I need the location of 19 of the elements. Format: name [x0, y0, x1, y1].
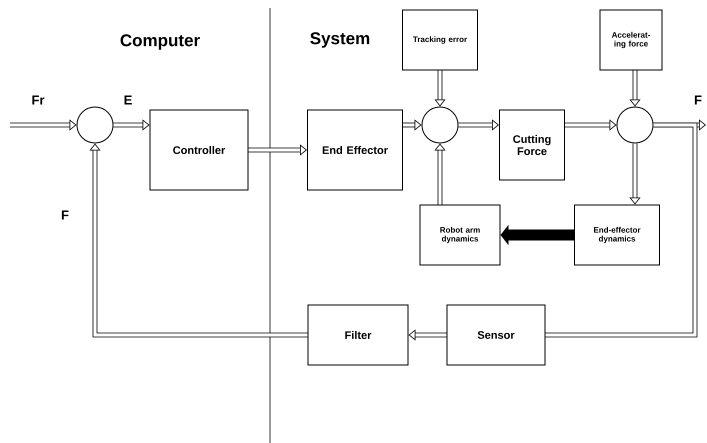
summing-junction	[422, 106, 458, 144]
block-box: Controller	[150, 110, 248, 190]
edge-label: E	[124, 96, 132, 104]
block-box: Cutting Force	[499, 110, 565, 180]
block-box: Robot arm dynamics	[420, 204, 500, 266]
summing-junction	[616, 106, 654, 144]
edge-label: F	[694, 96, 702, 104]
block-box: Sensor	[446, 304, 546, 366]
section-heading: Computer	[120, 34, 200, 50]
block-box: Accelerat-ing force	[600, 10, 662, 70]
arrow	[89, 144, 308, 338]
block-box: End-effector dynamics	[574, 204, 660, 266]
block-box: End Effector	[307, 110, 403, 190]
block-box: Filter	[308, 304, 408, 366]
summing-junction	[76, 106, 114, 144]
edge-label: Fr	[32, 96, 44, 104]
block-box: Tracking error	[402, 10, 478, 70]
section-heading: System	[310, 32, 370, 48]
edge-label: F	[62, 210, 68, 220]
